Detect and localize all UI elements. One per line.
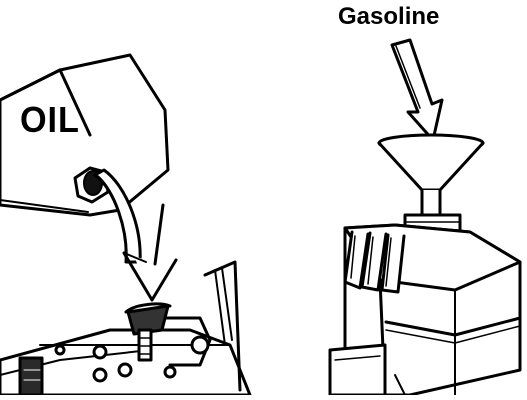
- oil-filler-neck: [124, 302, 172, 362]
- gasoline-arrow-icon: [390, 38, 444, 142]
- oil-arrow-icon: [122, 203, 178, 302]
- fuel-tank: [328, 213, 522, 397]
- gasoline-label: Gasoline: [338, 3, 440, 30]
- engine-block: [0, 260, 252, 397]
- oil-label: OIL: [20, 99, 80, 140]
- oil-scene: [0, 53, 252, 397]
- gasoline-scene: [328, 38, 522, 397]
- funnel-icon: [377, 133, 485, 220]
